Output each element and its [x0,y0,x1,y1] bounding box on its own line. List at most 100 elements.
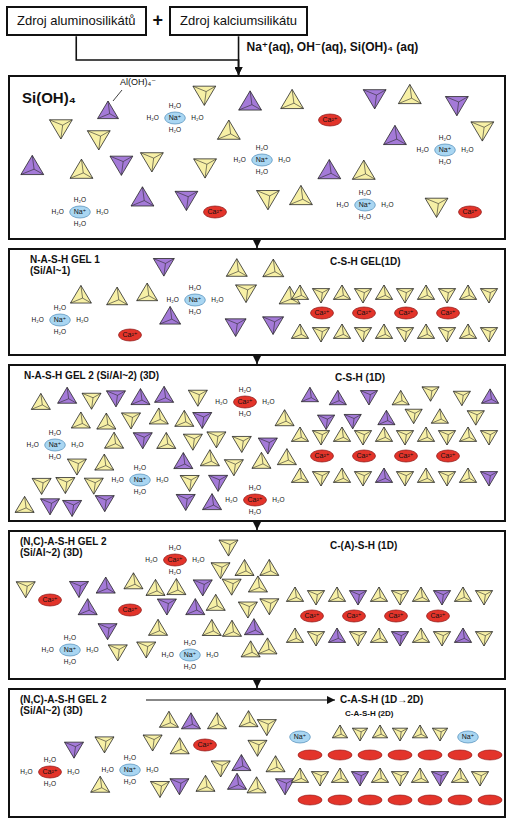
tetrahedron-edge [384,125,407,144]
tetrahedron-edge [333,285,350,299]
sodium-ion [70,206,91,218]
alumina-tetrahedron [244,619,263,635]
alumina-tetrahedron [209,475,228,491]
tetrahedron-edge [371,768,388,782]
tetrahedron-edge [15,496,34,512]
alumina-tetrahedron [41,499,60,515]
source-text: Zdroj kalciumsilikátu [180,14,297,28]
tetrahedron-edge [106,391,125,407]
silica-tetrahedron [207,432,226,448]
calcium-ion [311,307,334,319]
water-label: H₂O [206,651,218,658]
water-label: H₂O [42,646,54,653]
tetrahedron-edge [425,198,448,217]
silica-tetrahedron [396,289,413,303]
tetrahedron-edge [328,587,345,601]
source-text: Zdroj aluminosilikátů [17,14,136,28]
silica-tetrahedron [248,740,267,756]
silica-tetrahedron [354,289,371,303]
tetrahedron-edge [349,632,366,646]
silica-tetrahedron [349,632,366,646]
silica-tetrahedron [480,289,497,303]
tetrahedron-edge [417,427,434,441]
ion-label: Ca²⁺ [198,741,213,749]
calcium-ion [311,450,334,462]
ion-label: Ca²⁺ [248,496,263,504]
ion-label: Na⁺ [49,441,62,449]
water-label: H₂O [52,208,64,215]
tetrahedron-edge [159,711,178,727]
alumina-tetrahedron [454,628,471,642]
flow-arrow [76,36,238,75]
tetrahedron-edge [56,478,75,494]
silica-tetrahedron [219,540,238,556]
ion-label: Ca²⁺ [431,612,446,620]
alumina-tetrahedron [133,433,152,449]
silica-tetrahedron [170,738,189,754]
sodium-ion [435,144,456,156]
silica-tetrahedron [97,413,116,429]
alumina-tetrahedron [176,494,195,510]
tetrahedron-edge [431,772,448,786]
tetrahedron-edge [239,91,262,110]
tetrahedron-edge [432,728,447,741]
silica-tetrahedron [266,756,285,772]
water-label: H₂O [74,196,86,203]
silica-tetrahedron [277,449,296,465]
tetrahedron-edge [121,413,140,429]
calcium-ion [385,610,408,622]
water-label: H₂O [71,441,83,448]
water-label: H₂O [145,556,157,563]
tetrahedron-edge [95,454,114,470]
water-label: H₂O [225,496,237,503]
tetrahedron-edge [217,120,240,139]
tetrahedron-edge [471,772,488,786]
silica-tetrahedron [194,159,217,178]
tetrahedron-edge [257,191,280,210]
alumina-tetrahedron [175,191,198,210]
silica-tetrahedron [354,472,371,486]
calcium-ion [234,396,257,408]
silica-tetrahedron [471,772,488,786]
calcium-layer [418,795,442,805]
alumina-tetrahedron [329,390,346,404]
silica-tetrahedron [333,324,350,338]
calcium-ion [39,594,62,606]
tetrahedron-edge [31,393,50,409]
ion-label: Na⁺ [462,733,475,741]
transition-arrow [146,699,335,700]
alumina-tetrahedron [170,779,189,795]
water-label: H₂O [381,201,393,208]
ion-label: Na⁺ [54,316,67,324]
stage-heading: (N,C)-A-S-H GEL 2 (Si/Al~2) (3D) [20,694,140,716]
tetrahedron-edge [84,478,103,494]
sodium-ion [165,112,186,124]
water-label: H₂O [96,208,108,215]
tetrahedron-edge [438,431,455,445]
tetrahedron-edge [180,475,199,491]
silica-tetrahedron [438,289,455,303]
silica-tetrahedron [143,735,162,751]
tetrahedron-edge [257,720,276,736]
alumina-tetrahedron [160,306,181,324]
silica-tetrahedron [432,728,447,741]
tetrahedron-edge [219,540,238,556]
tetrahedron-edge [87,131,110,150]
water-label: H₂O [189,308,201,315]
ion-label: Ca²⁺ [315,309,330,317]
tetrahedron-edge [328,628,345,642]
silica-tetrahedron [257,191,280,210]
tetrahedron-edge [67,459,86,475]
water-label: H₂O [278,156,290,163]
tetrahedron-edge [175,191,198,210]
water-label: H₂O [169,568,181,575]
tetrahedron-edge [137,642,156,658]
water-label: H₂O [272,496,284,503]
silica-tetrahedron [354,431,371,445]
tetrahedron-edge [196,775,215,791]
silica-tetrahedron [480,431,497,445]
silica-tetrahedron [412,587,429,601]
calcium-ion [437,307,460,319]
tetrahedron-edge [222,579,241,595]
alumina-tetrahedron [258,438,277,454]
